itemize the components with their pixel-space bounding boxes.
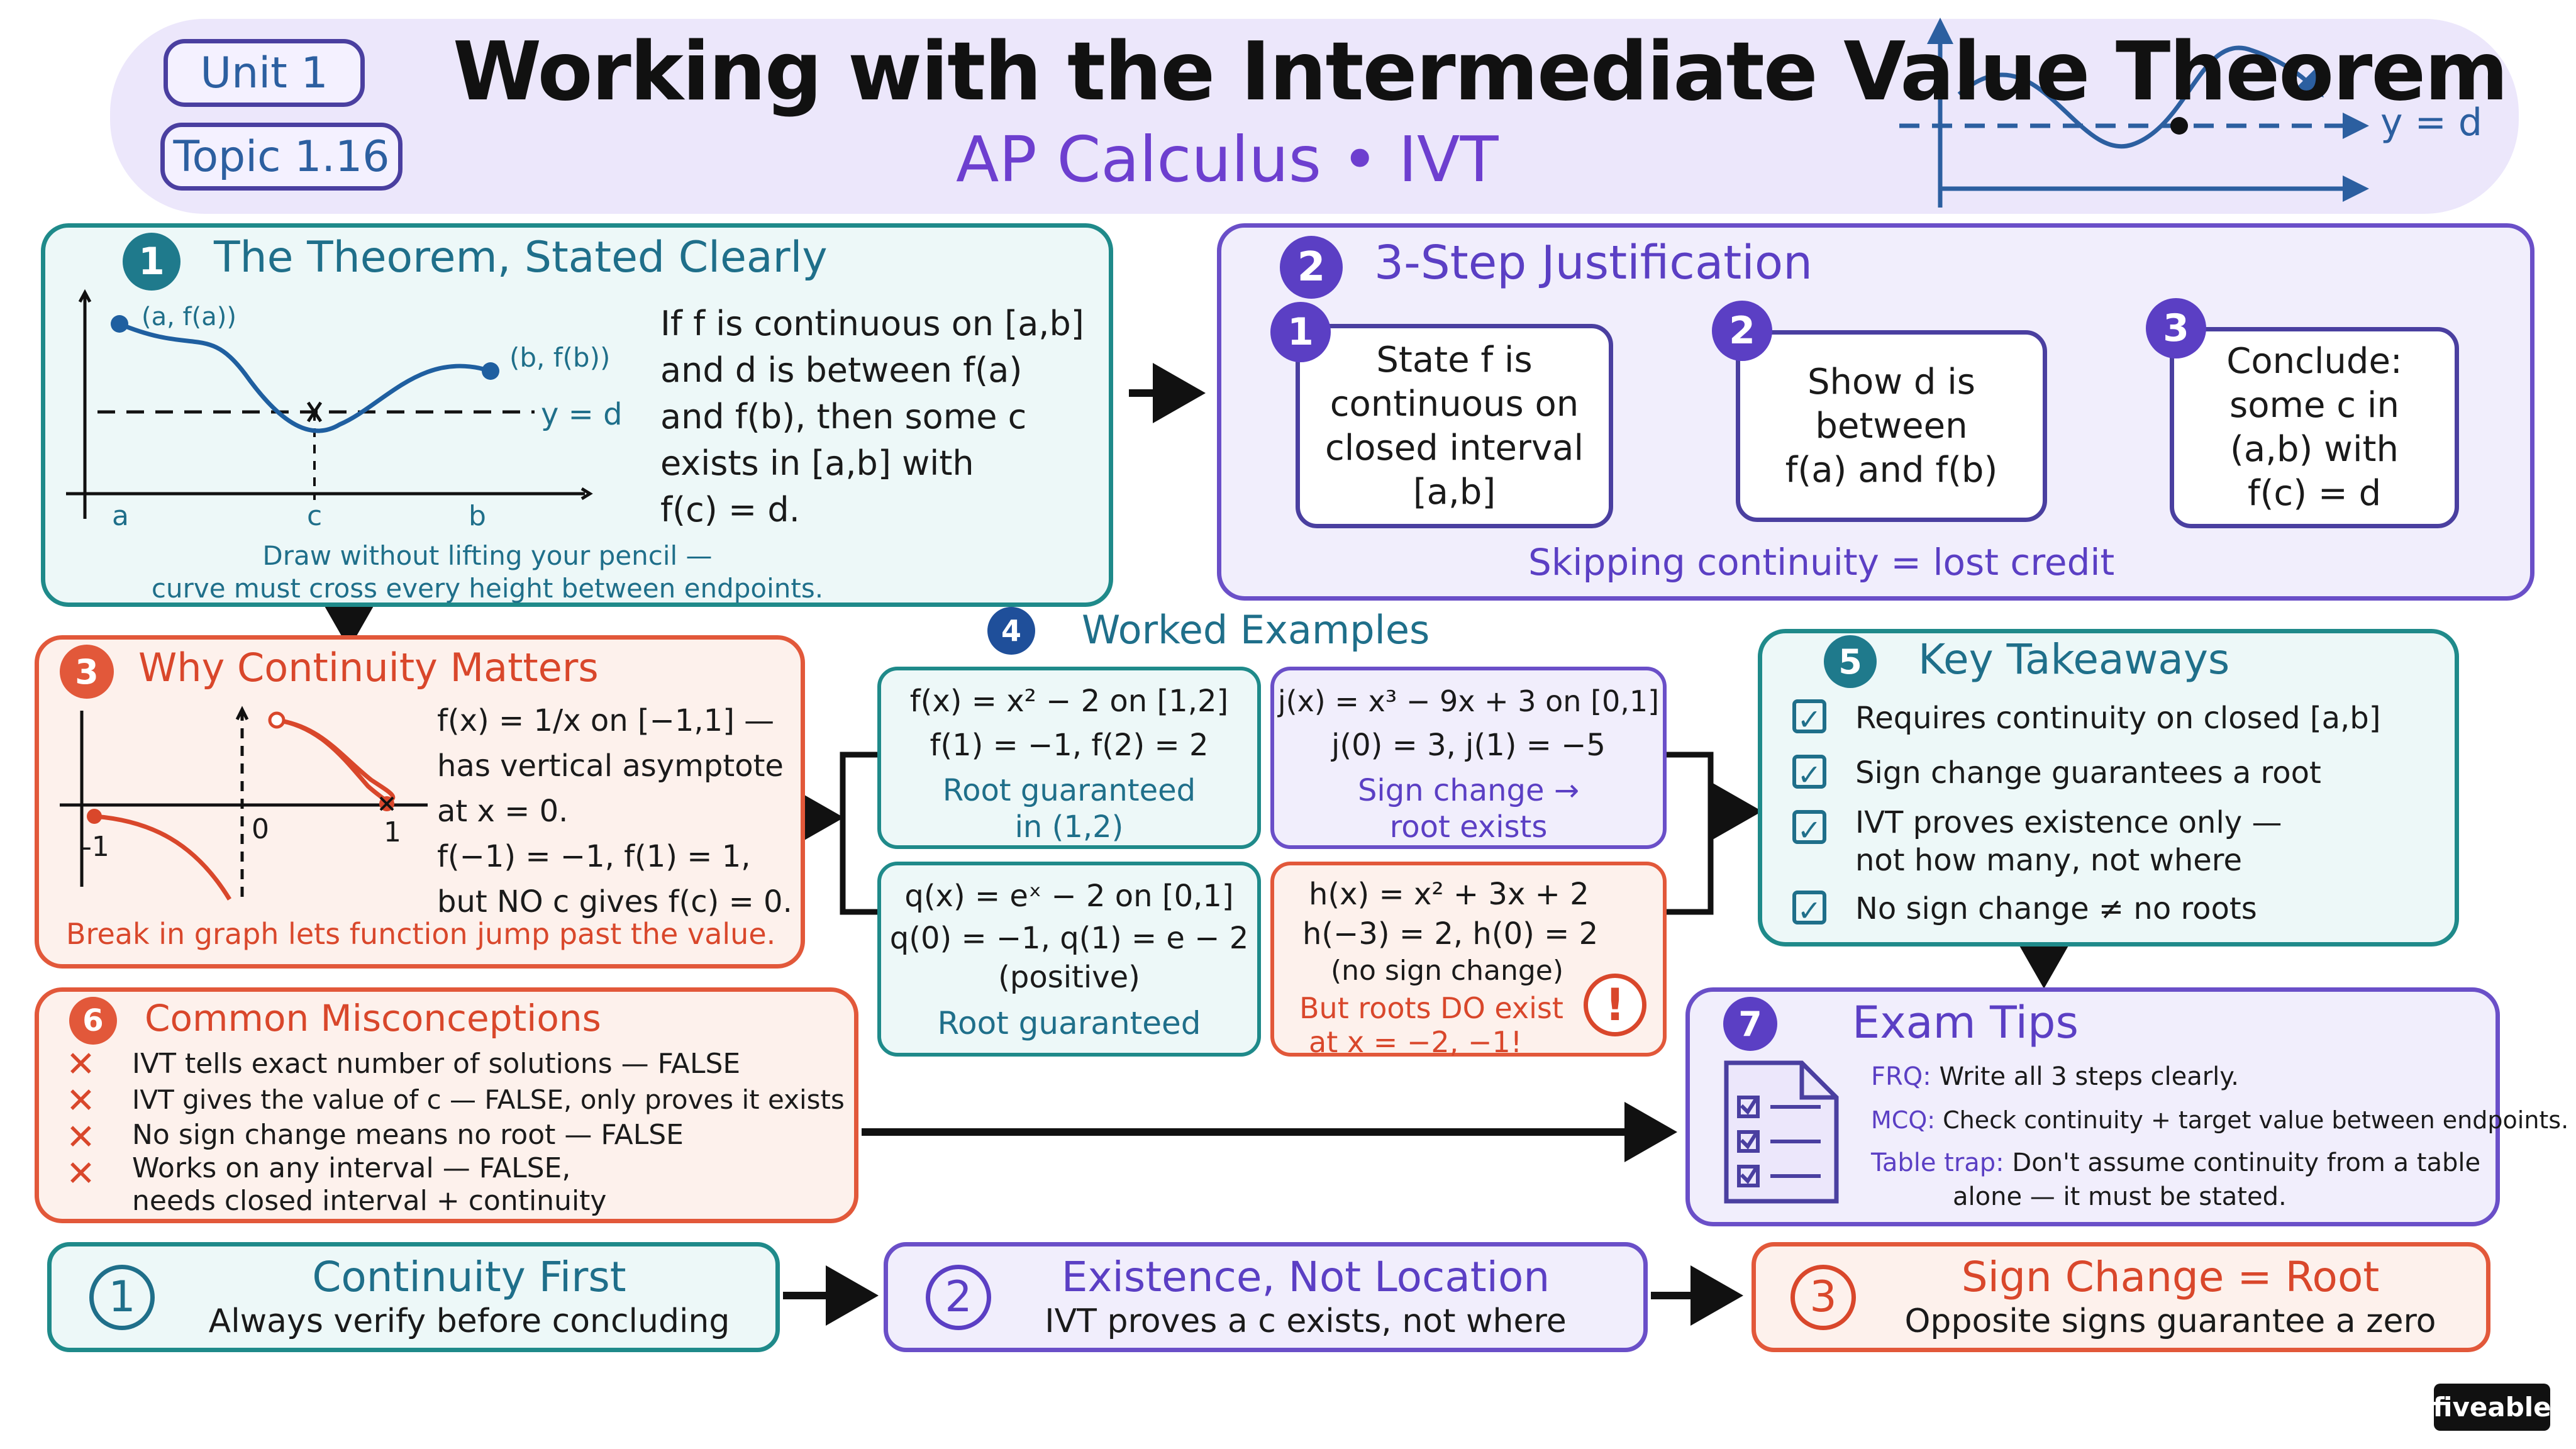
bracket-examples-right [1667, 752, 1714, 915]
unit-badge: Unit 1 [164, 39, 365, 107]
tick-neg1: -1 [82, 831, 109, 863]
theorem-line: and d is between f(a) [660, 350, 1023, 390]
continuity-card [35, 635, 805, 969]
x-icon: ✕ [66, 1044, 96, 1085]
section-number-6: 6 [69, 997, 117, 1045]
section-number-4: 4 [987, 607, 1035, 655]
continuity-title: Why Continuity Matters [138, 645, 599, 691]
summary-existence: 2 Existence, Not Location IVT proves a c… [884, 1242, 1648, 1352]
continuity-text: f(x) = 1/x on [−1,1] — has vertical asym… [437, 703, 792, 919]
header-graph [1899, 18, 2369, 208]
justification-footer: Skipping continuity = lost credit [1528, 541, 2115, 584]
check-icon: ✓ [1792, 810, 1826, 847]
tick-c: c [307, 500, 323, 532]
section-number-7: 7 [1723, 997, 1777, 1051]
point-a-label: (a, f(a)) [142, 303, 236, 331]
page-title: Working with the Intermediate Value Theo… [453, 25, 2508, 119]
tip-mcq: MCQ: Check continuity + target value bet… [1871, 1106, 2569, 1134]
check-icon: ✓ [1792, 755, 1826, 791]
x-icon: ✕ [66, 1080, 96, 1121]
theorem-line: and f(b), then some c [660, 397, 1027, 436]
checklist-icon [1724, 1060, 1839, 1204]
summary-number-1: 1 [89, 1264, 155, 1330]
tick-a: a [112, 500, 129, 532]
example-f: f(x) = x² − 2 on [1,2] f(1) = −1, f(2) =… [877, 667, 1261, 849]
line-d-label: y = d [541, 397, 623, 432]
continuity-graph [60, 706, 428, 901]
misconceptions-card [35, 987, 858, 1223]
example-j: j(x) = x³ − 9x + 3 on [0,1] j(0) = 3, j(… [1270, 667, 1667, 849]
tip-frq: FRQ: Write all 3 steps clearly. [1871, 1062, 2239, 1091]
summary-sign-change: 3 Sign Change = Root Opposite signs guar… [1752, 1242, 2490, 1352]
intersection-dot [2170, 117, 2188, 135]
theorem-card [41, 223, 1113, 607]
theorem-line: f(c) = d. [660, 490, 800, 530]
section-number-1: 1 [123, 233, 180, 291]
x-icon: ✕ [66, 1117, 96, 1158]
takeaway-item: Sign change guarantees a root [1855, 755, 2321, 791]
topic-badge: Topic 1.16 [160, 123, 402, 191]
tips-title: Exam Tips [1852, 997, 2079, 1048]
bracket-examples-left [840, 752, 877, 915]
examples-title: Worked Examples [1082, 607, 1430, 653]
summary-number-2: 2 [926, 1264, 991, 1330]
misconception-item: Works on any interval — FALSE, needs clo… [132, 1152, 607, 1217]
misconceptions-title: Common Misconceptions [145, 997, 601, 1040]
point-b-label: (b, f(b)) [509, 342, 611, 373]
header-graph-label: y = d [2380, 101, 2483, 145]
theorem-statement: If f is continuous on [a,b] and d is bet… [660, 301, 1084, 533]
takeaway-item: IVT proves existence only — not how many… [1855, 805, 2282, 878]
misconception-item: IVT gives the value of c — FALSE, only p… [132, 1084, 845, 1115]
tick-1: 1 [384, 816, 401, 848]
summary-number-3: 3 [1790, 1264, 1856, 1330]
step-3-number: 3 [2146, 298, 2206, 358]
misconception-item: No sign change means no root — FALSE [132, 1119, 684, 1151]
takeaways-card [1758, 629, 2459, 947]
theorem-line: exists in [a,b] with [660, 443, 974, 483]
step-1-number: 1 [1270, 302, 1331, 362]
step-2-number: 2 [1712, 301, 1772, 361]
section-number-3: 3 [60, 645, 114, 699]
x-icon: ✕ [66, 1153, 96, 1194]
brand-logo: fiveable [2433, 1384, 2551, 1431]
check-icon: ✓ [1792, 891, 1826, 927]
section-number-2: 2 [1280, 236, 1343, 299]
section-number-5: 5 [1824, 635, 1877, 688]
justification-title: 3-Step Justification [1374, 236, 1813, 290]
theorem-line: If f is continuous on [a,b] [660, 304, 1084, 343]
tip-table: Table trap: Don't assume continuity from… [1871, 1148, 2481, 1177]
theorem-caption: Draw without lifting your pencil — curve… [151, 540, 824, 604]
takeaway-item: No sign change ≠ no roots [1855, 891, 2257, 926]
alert-icon: ! [1584, 974, 1646, 1036]
header-background [110, 19, 2519, 214]
tip-table-cont: alone — it must be stated. [1953, 1182, 2287, 1211]
summary-continuity: 1 Continuity First Always verify before … [47, 1242, 780, 1352]
check-icon: ✓ [1792, 699, 1826, 736]
misconception-item: IVT tells exact number of solutions — FA… [132, 1048, 741, 1080]
theorem-title: The Theorem, Stated Clearly [214, 233, 828, 282]
example-q: q(x) = eˣ − 2 on [0,1] q(0) = −1, q(1) =… [877, 862, 1261, 1057]
takeaway-item: Requires continuity on closed [a,b] [1855, 701, 2381, 736]
theorem-graph [66, 289, 593, 519]
tick-b: b [469, 500, 486, 532]
tick-0: 0 [252, 813, 269, 845]
takeaways-title: Key Takeaways [1918, 635, 2230, 684]
continuity-footer: Break in graph lets function jump past t… [66, 917, 776, 951]
page-subtitle: AP Calculus • IVT [956, 123, 1499, 196]
